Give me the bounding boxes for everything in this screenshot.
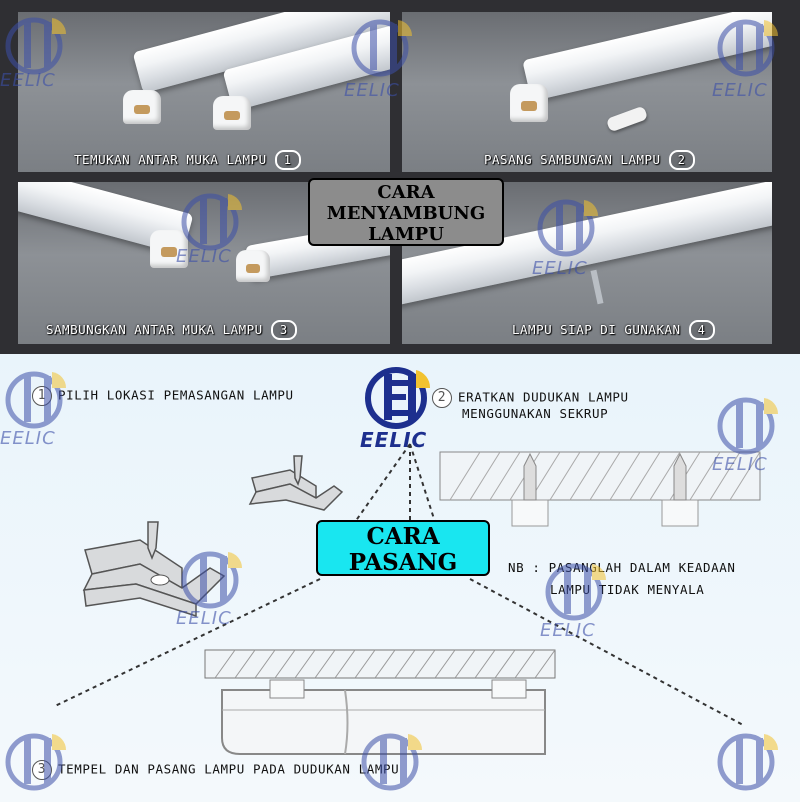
watermark-text: EELIC [532,258,588,279]
step-number-badge: 3 [270,320,297,340]
install-step-2: 2 ERATKAN DUDUKAN LAMPU [432,388,629,408]
panel-caption: LAMPU SIAP DI GUNAKAN 4 [512,320,715,340]
panel-caption: PASANG SAMBUNGAN LAMPU 2 [484,150,695,170]
watermark-logo-icon [5,17,67,75]
watermark-logo-icon [181,193,243,251]
watermark-logo-icon [5,733,67,791]
panel-caption: SAMBUNGKAN ANTAR MUKA LAMPU 3 [46,320,297,340]
watermark-logo-icon [545,563,607,621]
watermark-logo-icon [361,733,423,791]
caption-text: LAMPU SIAP DI GUNAKAN [512,322,681,337]
panel-step-1: TEMUKAN ANTAR MUKA LAMPU 1 [18,12,390,172]
title-line: MENYAMBUNG [326,203,486,224]
watermark-logo-icon [717,397,779,455]
title-install-box: CARA PASANG [316,520,490,576]
step-text: ERATKAN DUDUKAN LAMPU [458,389,629,405]
watermark-text: EELIC [540,620,596,641]
title-line: CARA [366,523,440,550]
step-text: PILIH LOKASI PEMASANGAN LAMPU [58,387,294,403]
watermark-logo-icon [351,19,413,77]
watermark-text: EELIC [712,80,768,101]
lamp-end-cap [123,90,161,124]
watermark-text: EELIC [176,246,232,267]
caption-text: PASANG SAMBUNGAN LAMPU [484,152,661,167]
watermark-text: EELIC [0,70,56,91]
brand-logo-text: EELIC [360,428,428,452]
watermark-logo-icon [717,733,779,791]
install-step-2-line2: MENGGUNAKAN SEKRUP [462,406,609,421]
watermark-text: EELIC [0,428,56,449]
lamp-end-cap [510,84,548,122]
step-number-badge: 4 [688,320,715,340]
watermark-logo-icon [537,199,599,257]
title-line: LAMPU [368,224,444,245]
panel-step-2: PASANG SAMBUNGAN LAMPU 2 [402,12,772,172]
lamp-end-cap [213,96,251,130]
title-line: CARA [377,182,435,203]
step-text: TEMPEL DAN PASANG LAMPU PADA DUDUKAN LAM… [58,761,400,777]
watermark-text: EELIC [344,80,400,101]
lamp-joint [590,269,604,305]
watermark-logo-icon [717,19,779,77]
watermark-text: EELIC [712,454,768,475]
watermark-logo-icon [181,551,243,609]
install-diagram [54,443,761,755]
title-line: PASANG [348,549,458,576]
watermark-text: EELIC [176,608,232,629]
panel-caption: TEMUKAN ANTAR MUKA LAMPU 1 [74,150,301,170]
step-number-badge: 2 [668,150,695,170]
step-number-badge: 1 [274,150,301,170]
watermark-logo-icon [5,371,67,429]
eelic-logo-icon [365,367,431,429]
lamp-end-cap [150,230,188,268]
lamp-end-cap [236,250,270,282]
title-connect-box: CARA MENYAMBUNG LAMPU [308,178,504,246]
lamp-connector [605,105,649,133]
caption-text: TEMUKAN ANTAR MUKA LAMPU [74,152,267,167]
caption-text: SAMBUNGKAN ANTAR MUKA LAMPU [46,322,263,337]
step-number-circle: 2 [432,388,452,408]
